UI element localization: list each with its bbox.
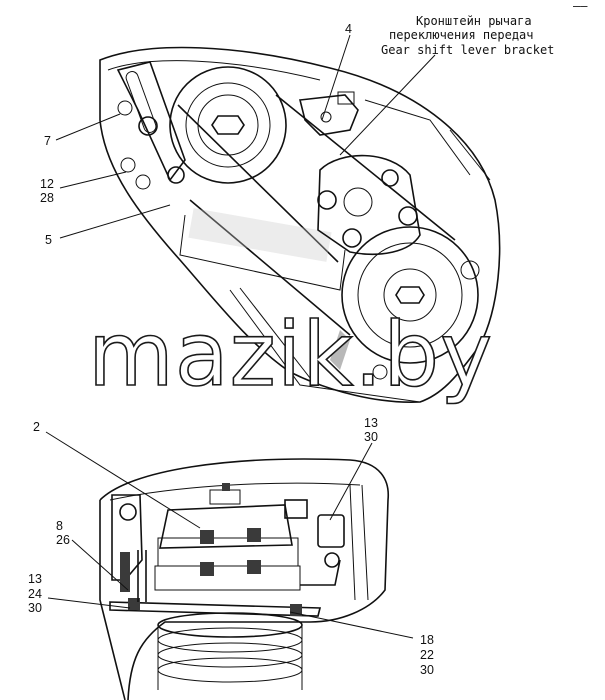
callout-5: 5: [45, 233, 52, 247]
corner-mark: –—: [573, 0, 588, 13]
top-view-drawing: [99, 46, 501, 404]
caption-ru-line2: переключения передач: [389, 28, 534, 42]
callout-22: 22: [420, 648, 434, 662]
callout-30-lower: 30: [28, 601, 42, 615]
bottom-view-drawing: [99, 458, 390, 700]
callout-13-upper: 13: [364, 416, 378, 430]
callout-4: 4: [345, 22, 352, 36]
callout-28: 28: [40, 191, 54, 205]
callout-24: 24: [28, 587, 42, 601]
caption-en: Gear shift lever bracket: [381, 43, 554, 57]
top-leader-lines: [55, 34, 436, 239]
callout-30-bottom: 30: [420, 663, 434, 677]
bottom-leader-lines: [45, 431, 414, 639]
callout-8: 8: [56, 519, 63, 533]
callout-7: 7: [44, 134, 51, 148]
callout-18: 18: [420, 633, 434, 647]
callout-26: 26: [56, 533, 70, 547]
callout-30-upper: 30: [364, 430, 378, 444]
callout-2: 2: [33, 420, 40, 434]
watermark: mazik.by: [88, 303, 493, 406]
callout-13-lower: 13: [28, 572, 42, 586]
caption-ru-line1: Кронштейн рычага: [416, 14, 532, 28]
callout-12: 12: [40, 177, 54, 191]
